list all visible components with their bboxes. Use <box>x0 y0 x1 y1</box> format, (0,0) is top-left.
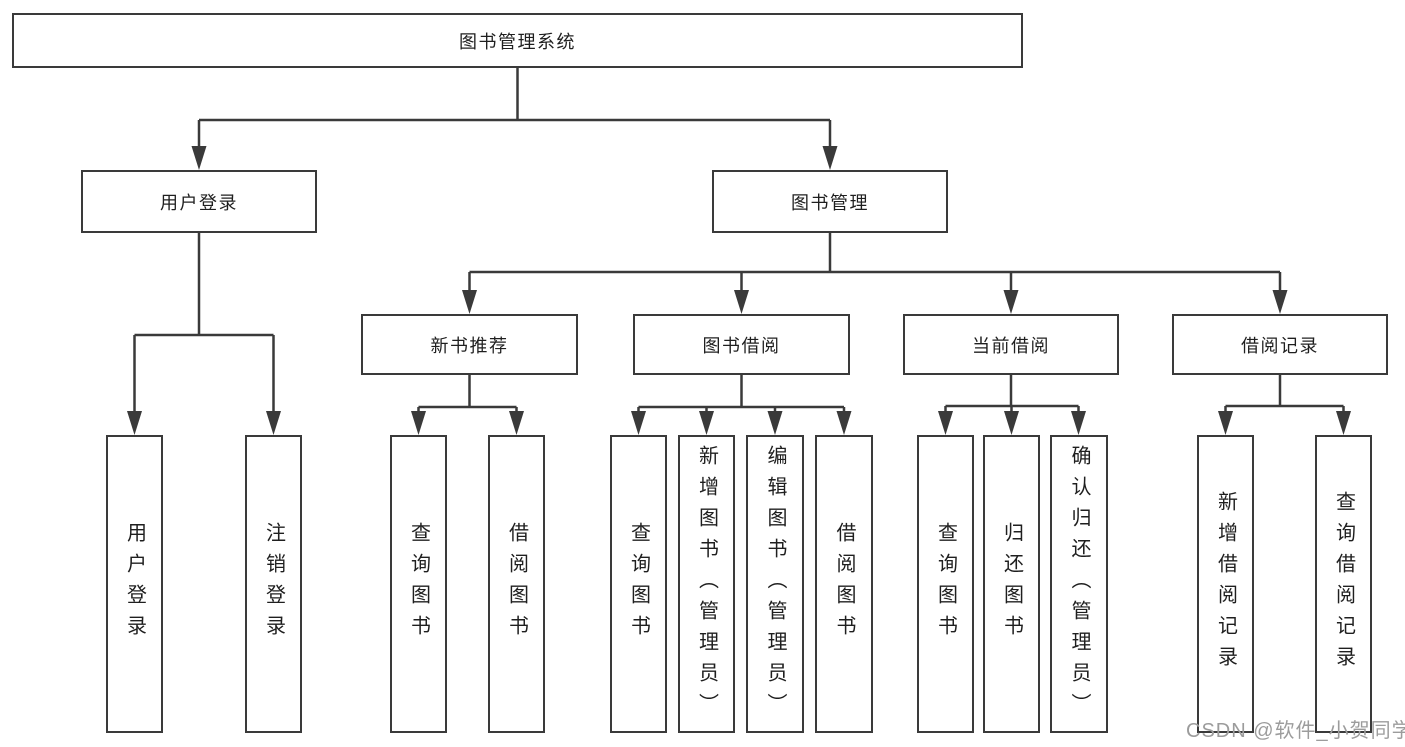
node-current-borrow: 当前借阅 <box>903 314 1119 375</box>
node-label: 注销登录 <box>262 522 285 646</box>
node-new-book-recommend: 新书推荐 <box>361 314 578 375</box>
node-label: 用户登录 <box>160 192 238 213</box>
leaf-query-books-current: 查询图书 <box>917 435 974 733</box>
node-label: 查询借阅记录 <box>1332 491 1355 677</box>
leaf-query-books-borrow: 查询图书 <box>610 435 667 733</box>
node-label: 图书借阅 <box>702 335 781 356</box>
leaf-query-borrow-record: 查询借阅记录 <box>1315 435 1372 733</box>
node-book-management: 图书管理 <box>712 170 948 233</box>
node-label: 图书管理 <box>791 192 869 213</box>
leaf-add-book-admin: 新增图书（管理员） <box>678 435 735 733</box>
leaf-borrow-books: 借阅图书 <box>815 435 873 733</box>
node-label: 新书推荐 <box>430 335 509 356</box>
leaf-add-borrow-record: 新增借阅记录 <box>1197 435 1254 733</box>
node-user-login: 用户登录 <box>81 170 317 233</box>
leaf-user-login: 用户登录 <box>106 435 163 733</box>
leaf-logout: 注销登录 <box>245 435 302 733</box>
leaf-borrow-books-recommend: 借阅图书 <box>488 435 545 733</box>
leaf-return-book: 归还图书 <box>983 435 1040 733</box>
node-label: 用户登录 <box>123 522 146 646</box>
node-label: 查询图书 <box>407 522 430 646</box>
node-label: 确认归还（管理员） <box>1068 444 1090 724</box>
arrowheads <box>127 146 1351 435</box>
node-label: 借阅图书 <box>505 522 528 646</box>
node-label: 查询图书 <box>627 522 650 646</box>
node-book-borrow: 图书借阅 <box>633 314 850 375</box>
node-library-management-system: 图书管理系统 <box>12 13 1023 68</box>
leaf-edit-book-admin: 编辑图书（管理员） <box>746 435 804 733</box>
node-label: 查询图书 <box>934 522 957 646</box>
node-borrow-records: 借阅记录 <box>1172 314 1388 375</box>
node-label: 新增图书（管理员） <box>695 444 718 724</box>
leaf-query-books-recommend: 查询图书 <box>390 435 447 733</box>
node-label: 新增借阅记录 <box>1214 491 1237 677</box>
node-label: 编辑图书（管理员） <box>764 444 786 724</box>
leaf-confirm-return-admin: 确认归还（管理员） <box>1050 435 1108 733</box>
csdn-watermark: CSDN @软件_小贺同学 <box>1186 720 1405 742</box>
node-label: 借阅记录 <box>1241 335 1319 356</box>
node-label: 图书管理系统 <box>459 31 576 52</box>
node-label: 归还图书 <box>1000 522 1023 646</box>
node-label: 当前借阅 <box>972 335 1050 356</box>
node-label: 借阅图书 <box>833 522 855 646</box>
